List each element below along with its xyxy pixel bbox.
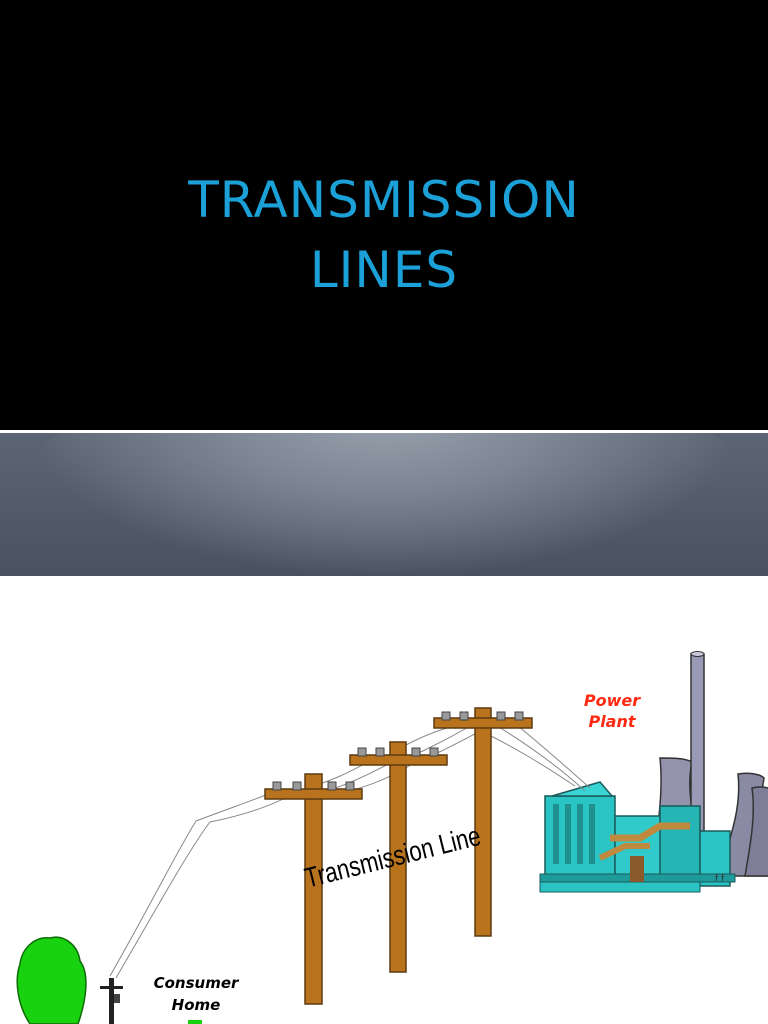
utility-pole-2 (349, 741, 448, 973)
slide-title: TRANSMISSION LINES (0, 165, 768, 305)
consumer-pole (100, 978, 123, 1024)
power-plant-label-line-1: Power (584, 691, 641, 710)
consumer-label-line-1: Consumer (154, 974, 240, 992)
decorative-band (0, 433, 768, 576)
diagram-slide: f f (0, 576, 768, 1024)
utility-pole-3 (433, 707, 533, 937)
power-plant-label-line-2: Plant (588, 712, 636, 731)
power-plant: f f (539, 781, 736, 893)
consumer-label-line-2: Home (172, 996, 221, 1014)
transmission-diagram: f f (16, 651, 768, 1024)
band-glow (30, 433, 740, 573)
consumer-home-icon (188, 1020, 202, 1024)
band-divider (0, 430, 768, 433)
utility-pole-1 (264, 773, 363, 1005)
tree-icon (16, 936, 87, 1024)
title-line-2: LINES (309, 241, 459, 299)
title-slide: TRANSMISSION LINES (0, 0, 768, 576)
svg-text:f f: f f (715, 874, 725, 884)
title-line-1: TRANSMISSION (188, 171, 580, 229)
